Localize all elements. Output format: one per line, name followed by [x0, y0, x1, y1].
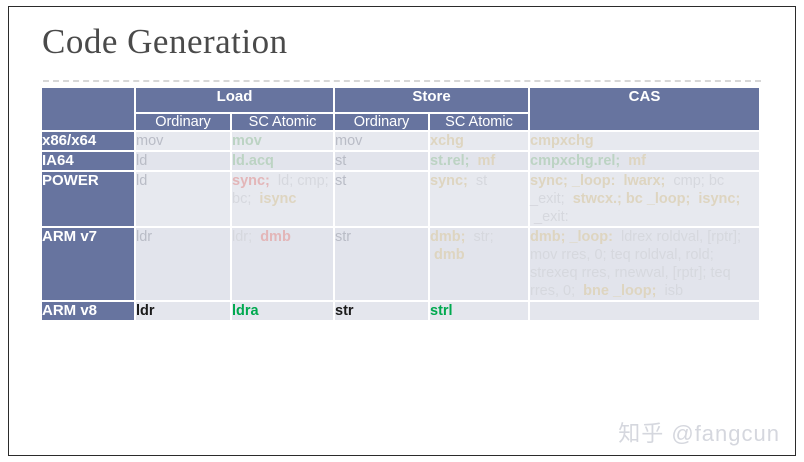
text-isb: isb: [664, 283, 684, 299]
cell-power-load-atomic: sync; ld; cmp; bc; isync: [232, 172, 335, 228]
cell-ia64-store-atomic: st.rel; mf: [430, 152, 530, 172]
text-dmb: dmb;: [430, 229, 466, 245]
cell-power-load-ordinary: ld: [136, 172, 232, 228]
header-group-load: Load: [136, 88, 335, 114]
cell-armv8-load-ordinary: ldr: [136, 302, 232, 322]
cell-armv8-store-ordinary: str: [335, 302, 430, 322]
cell-armv7-load-atomic: ldr; dmb: [232, 228, 335, 302]
text-dmb: dmb: [260, 229, 291, 245]
cell-armv8-load-atomic: ldra: [232, 302, 335, 322]
header-load-ordinary: Ordinary: [136, 114, 232, 132]
row-label-armv8: ARM v8: [42, 302, 136, 322]
header-blank-cell: [42, 88, 136, 132]
text-ld-cmp-bc: ld; cmp; bc;: [232, 173, 329, 207]
text-st: st: [335, 153, 347, 169]
text-dmb-loop: dmb; _loop:: [530, 229, 613, 245]
text-str: str: [335, 229, 352, 245]
table-row: ARM v7 ldr ldr; dmb str dmb; str; dmb d: [42, 228, 761, 302]
text-mov: mov: [136, 133, 164, 149]
table-row: x86/x64 mov mov mov xchg cmpxchg: [42, 132, 761, 152]
table-header-sub-row: Ordinary SC Atomic Ordinary SC Atomic: [42, 114, 761, 132]
text-st: st: [475, 173, 488, 189]
header-load-sc-atomic: SC Atomic: [232, 114, 335, 132]
table-row: IA64 ld ld.acq st st.rel; mf cmpxchg.rel…: [42, 152, 761, 172]
text-bne-loop: bne _loop;: [583, 283, 657, 299]
text-ld: ld: [136, 153, 148, 169]
text-st: st: [335, 173, 347, 189]
cell-armv8-cas: [530, 302, 761, 322]
cell-armv7-store-ordinary: str: [335, 228, 430, 302]
text-ldr: ldr;: [232, 229, 253, 245]
text-sync: sync;: [430, 173, 468, 189]
title-divider: [43, 80, 761, 82]
text-sync: sync;: [232, 173, 270, 189]
text-ldr: ldr: [136, 229, 153, 245]
text-ldra: ldra: [232, 303, 259, 319]
text-st-rel: st.rel;: [430, 153, 470, 169]
header-store-ordinary: Ordinary: [335, 114, 430, 132]
text-ld-acq: ld.acq: [232, 153, 274, 169]
cell-ia64-load-ordinary: ld: [136, 152, 232, 172]
text-isync: isync: [259, 191, 297, 207]
cell-armv7-load-ordinary: ldr: [136, 228, 232, 302]
text-lwarx: lwarx;: [623, 173, 666, 189]
cell-armv7-cas: dmb; _loop: ldrex roldval, [rptr]; mov r…: [530, 228, 761, 302]
text-mov-store: mov: [335, 133, 363, 149]
text-ld: ld: [136, 173, 148, 189]
cell-power-store-atomic: sync; st: [430, 172, 530, 228]
header-store-sc-atomic: SC Atomic: [430, 114, 530, 132]
table-row: POWER ld sync; ld; cmp; bc; isync st syn…: [42, 172, 761, 228]
text-mov-atomic: mov: [232, 133, 262, 149]
cell-power-store-ordinary: st: [335, 172, 430, 228]
cell-x86-store-atomic: xchg: [430, 132, 530, 152]
cell-armv7-store-atomic: dmb; str; dmb: [430, 228, 530, 302]
header-group-store: Store: [335, 88, 530, 114]
text-ldrex-sequence: ldrex roldval, [rptr]; mov rres, 0; teq …: [530, 229, 742, 299]
text-str: str: [335, 303, 354, 319]
text-isync: isync;: [698, 191, 741, 207]
text-stwcx-bc-loop: stwcx.; bc _loop;: [572, 191, 691, 207]
text-mf-cas: mf: [628, 153, 647, 169]
cell-ia64-store-ordinary: st: [335, 152, 430, 172]
text-exit-label: _exit:: [534, 209, 569, 225]
text-cmpxchg: cmpxchg: [530, 133, 594, 149]
table-row: ARM v8 ldr ldra str strl: [42, 302, 761, 322]
header-group-cas: CAS: [530, 88, 761, 132]
row-label-ia64: IA64: [42, 152, 136, 172]
text-cmp-bc-exit: cmp; bc _exit;: [530, 173, 725, 207]
cell-ia64-load-atomic: ld.acq: [232, 152, 335, 172]
cell-ia64-cas: cmpxchg.rel; mf: [530, 152, 761, 172]
text-mf: mf: [477, 153, 496, 169]
cell-power-cas: sync; _loop: lwarx; cmp; bc _exit; stwcx…: [530, 172, 761, 228]
row-label-armv7: ARM v7: [42, 228, 136, 302]
cell-armv8-store-atomic: strl: [430, 302, 530, 322]
text-strl: strl: [430, 303, 453, 319]
text-ldr: ldr: [136, 303, 155, 319]
text-dmb-2: dmb: [434, 247, 465, 263]
text-xchg: xchg: [430, 133, 464, 149]
table-header-group-row: Load Store CAS: [42, 88, 761, 132]
row-label-x86: x86/x64: [42, 132, 136, 152]
text-str: str;: [473, 229, 494, 245]
text-cmpxchg-rel: cmpxchg.rel;: [530, 153, 621, 169]
page-title: Code Generation: [42, 22, 288, 61]
cell-x86-load-ordinary: mov: [136, 132, 232, 152]
cell-x86-store-ordinary: mov: [335, 132, 430, 152]
watermark: 知乎 @fangcun: [618, 421, 780, 446]
cell-x86-cas: cmpxchg: [530, 132, 761, 152]
cell-x86-load-atomic: mov: [232, 132, 335, 152]
code-generation-table: Load Store CAS Ordinary SC Atomic Ordina…: [42, 88, 761, 322]
row-label-power: POWER: [42, 172, 136, 228]
text-sync-loop: sync; _loop:: [530, 173, 616, 189]
